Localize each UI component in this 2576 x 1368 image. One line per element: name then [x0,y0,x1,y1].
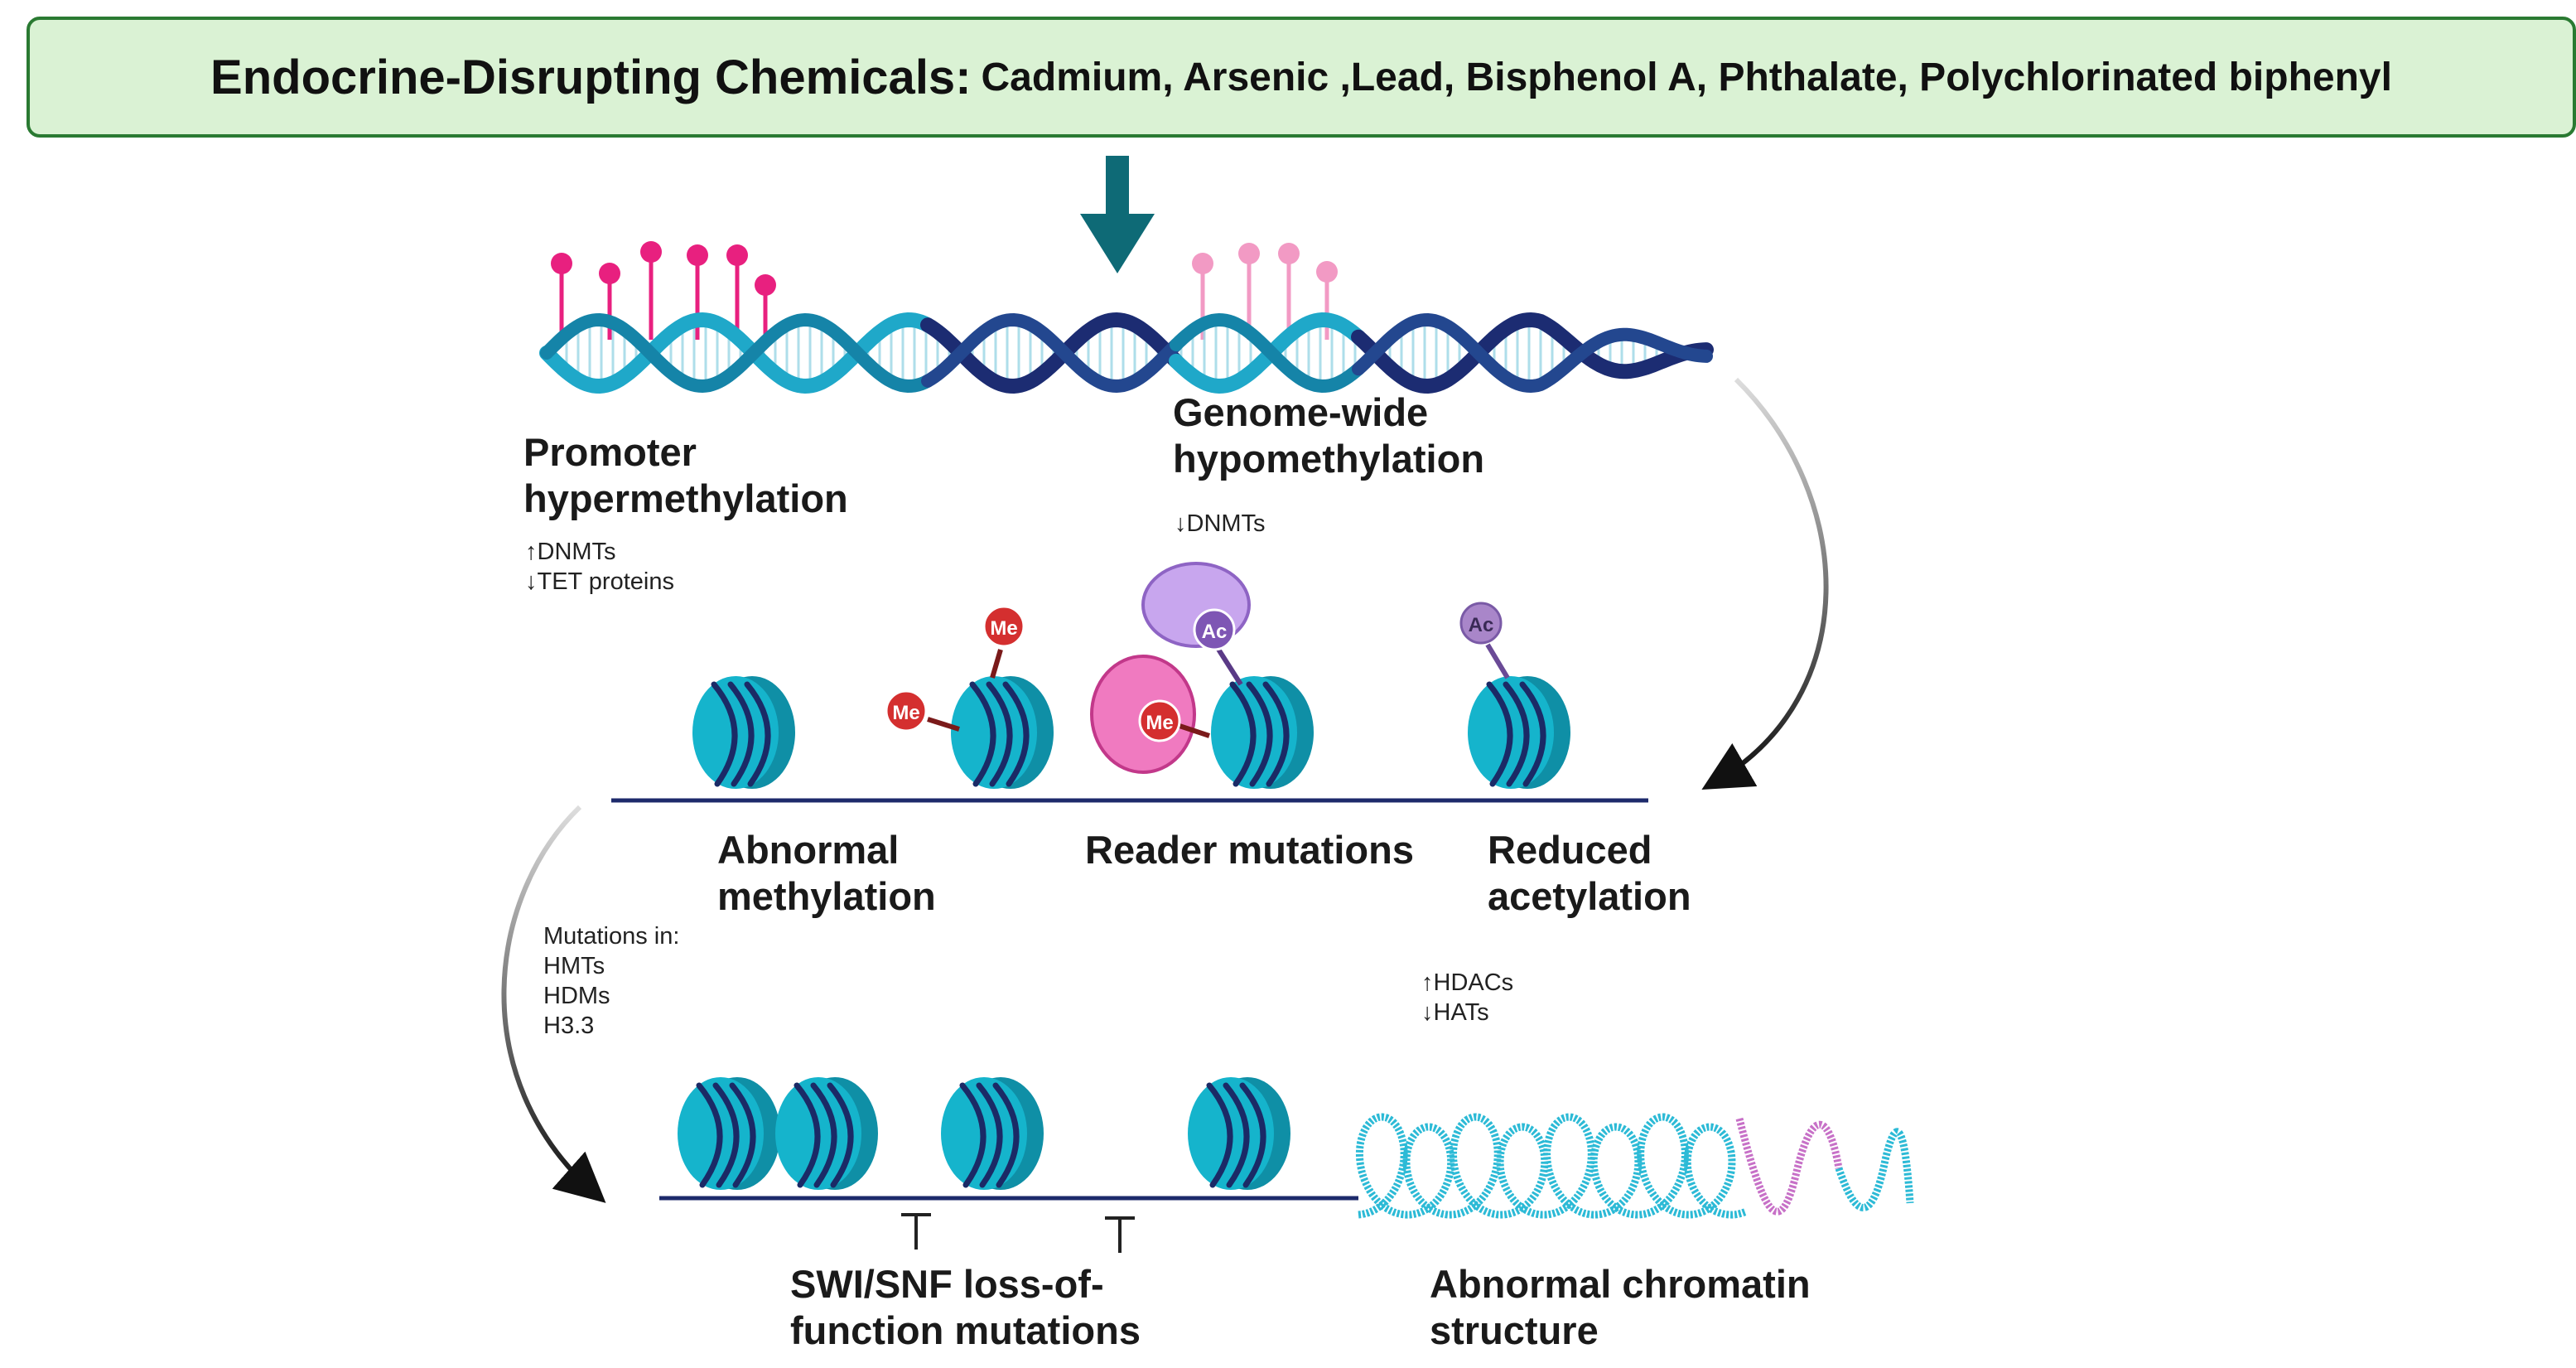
histone-marks [927,643,1510,738]
nucleosome-icon [941,1077,1044,1190]
methyl-pin-head [551,253,572,274]
down-arrow-icon [1080,156,1155,273]
svg-text:Me: Me [990,617,1017,640]
abnormal-chromatin-structure-label: Abnormal chromatin structure [1430,1262,1811,1352]
nucleosome-row-chromatin [678,1077,1290,1190]
methyl-pin-head [599,263,620,284]
nucleosome-icon [1211,676,1314,789]
reduced-acetylation-label: Reduced acetylation [1488,828,1691,918]
hypomethylation-pins [1192,243,1338,340]
chromatin-fiber [1355,1113,1747,1219]
methyl-pin-head [1278,243,1300,264]
dna-strand [1352,312,1713,394]
dna-strand [920,312,1184,394]
nucleosome-row-histone [692,676,1570,789]
chemicals-banner: Endocrine-Disrupting Chemicals: Cadmium,… [27,17,2576,138]
svg-text:Ac: Ac [1202,621,1228,643]
chromatin-fiber-highlight [1735,1117,1843,1216]
chromatin-coil [1355,1113,1914,1219]
methyl-mark-icon: Me [982,605,1025,648]
nucleosome-icon [951,676,1054,789]
nucleosome-icon [678,1077,780,1190]
abnormal-methylation-label: Abnormal methylation [717,828,936,918]
methyl-mark-icon: Me [1138,699,1181,742]
genome-notes: ↓DNMTs [1175,510,1266,537]
nucleosome-icon [1468,676,1570,789]
nucleosome-icon [692,676,795,789]
methyl-pin-head [1238,243,1260,264]
mutations-notes: Mutations in: HMTs HDMs H3.3 [543,923,680,1039]
nucleosome-icon [775,1077,878,1190]
methyl-mark-icon: Me [885,689,928,732]
svg-text:Ac: Ac [1469,614,1494,636]
promoter-hypermethylation-label: Promoter hypermethylation [523,430,848,520]
banner-title: Endocrine-Disrupting Chemicals: [210,50,972,104]
svg-text:Me: Me [892,702,919,724]
methyl-pin-head [755,274,776,296]
swi-snf-label: SWI/SNF loss-of- function mutations [790,1262,1141,1352]
inhibition-marker-icon [1105,1216,1135,1253]
acetyl-mark-icon: Ac [1459,602,1503,645]
acetyl-mark-icon: Ac [1193,608,1236,651]
curved-arrow-right [1701,377,1829,790]
methyl-pin-head [726,244,748,266]
methyl-pin-head [1316,261,1338,283]
dna-strand [1170,312,1365,394]
acetylation-enzyme-notes: ↑HDACs ↓HATs [1421,969,1514,1026]
genome-wide-hypomethylation-label: Genome-wide hypomethylation [1173,390,1485,481]
dna-strand [539,312,935,394]
reader-mutations-label: Reader mutations [1085,828,1414,872]
methyl-pin-head [687,244,708,266]
methyl-pin-head [640,241,662,263]
inhibition-marker-icon [901,1213,931,1250]
dna-strand [921,312,1183,394]
chromatin-fiber-tail [1835,1128,1914,1211]
promoter-notes: ↑DNMTs ↓TET proteins [525,539,674,595]
dna-double-helix [539,312,1714,394]
svg-text:Me: Me [1146,712,1173,734]
nucleosome-icon [1188,1077,1290,1190]
methyl-pin-head [1192,253,1213,274]
curved-arrow-left [501,805,606,1203]
dna-strand [1351,312,1714,394]
dna-strand [540,312,934,394]
banner-chemicals: Cadmium, Arsenic ,Lead, Bisphenol A, Pht… [981,55,2392,99]
